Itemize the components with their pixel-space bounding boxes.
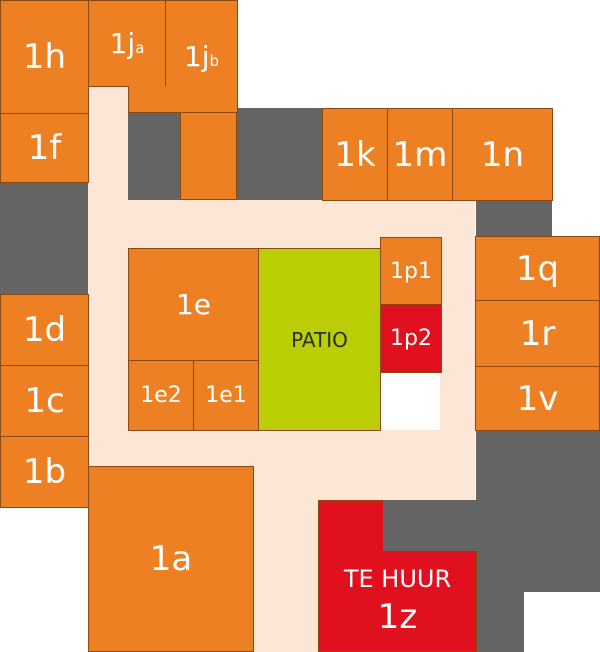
unit-1v[interactable]: 1v xyxy=(475,366,600,431)
unit-1p1-label: 1p1 xyxy=(390,258,432,284)
unit-1p2-label: 1p2 xyxy=(390,326,432,351)
unit-1f-label: 1f xyxy=(27,128,62,168)
unit-1h-label: 1h xyxy=(22,37,67,77)
unit-1n-label: 1n xyxy=(480,134,525,175)
structure-block xyxy=(476,200,552,236)
unit-1b[interactable]: 1b xyxy=(0,436,89,508)
unit-1jb-extension[interactable] xyxy=(128,86,238,113)
unit-1q-label: 1q xyxy=(515,248,560,289)
unit-1e2-label: 1e2 xyxy=(140,383,182,408)
unit-1r-label: 1r xyxy=(519,313,556,354)
unit-1f[interactable]: 1f xyxy=(0,113,89,183)
unit-1p1[interactable]: 1p1 xyxy=(380,237,442,305)
unit-1d[interactable]: 1d xyxy=(0,294,89,366)
structure-block xyxy=(0,182,88,295)
unit-1ja[interactable]: 1ja xyxy=(88,0,166,87)
unit-1k[interactable]: 1k xyxy=(322,108,388,201)
unit-1a-label: 1a xyxy=(149,539,193,579)
unit-1e2[interactable]: 1e2 xyxy=(128,360,194,431)
unit-1e-label: 1e xyxy=(175,288,212,321)
structure-block xyxy=(476,430,600,592)
unit-1m-label: 1m xyxy=(392,134,448,175)
unit-1r[interactable]: 1r xyxy=(475,300,600,367)
unit-1p2[interactable]: 1p2 xyxy=(380,304,442,373)
unit-1e1-label: 1e1 xyxy=(205,383,247,408)
unit-1v-label: 1v xyxy=(516,378,559,419)
corridor-left xyxy=(88,86,128,472)
unit-1e[interactable]: 1e xyxy=(128,248,259,361)
patio-label: PATIO xyxy=(291,327,348,352)
unit-1c-label: 1c xyxy=(24,381,65,421)
unit-1z-status: TE HUUR xyxy=(343,565,452,593)
structure-block xyxy=(236,108,323,200)
unit-1h[interactable]: 1h xyxy=(0,0,89,114)
structure-block xyxy=(476,590,524,652)
corridor-lower-right xyxy=(253,466,475,502)
unit-1jb-label: 1jb xyxy=(183,39,220,73)
unit-1c[interactable]: 1c xyxy=(0,365,89,437)
unit-1jb-lower[interactable] xyxy=(180,112,237,200)
structure-block xyxy=(382,500,476,552)
structure-block xyxy=(128,112,180,200)
unit-1m[interactable]: 1m xyxy=(387,108,453,201)
unit-1z-body[interactable]: TE HUUR 1z xyxy=(318,551,477,652)
patio: PATIO xyxy=(258,248,381,431)
unit-1e1[interactable]: 1e1 xyxy=(193,360,259,431)
unit-1q[interactable]: 1q xyxy=(475,236,600,301)
unit-1k-label: 1k xyxy=(334,134,376,175)
unit-1n[interactable]: 1n xyxy=(452,108,553,201)
unit-1d-label: 1d xyxy=(22,310,67,350)
unit-1ja-label: 1ja xyxy=(109,27,145,60)
unit-1b-label: 1b xyxy=(22,452,67,492)
unit-1z-label: 1z xyxy=(377,597,418,637)
corridor-middle xyxy=(88,430,475,472)
unit-1a[interactable]: 1a xyxy=(88,466,254,652)
